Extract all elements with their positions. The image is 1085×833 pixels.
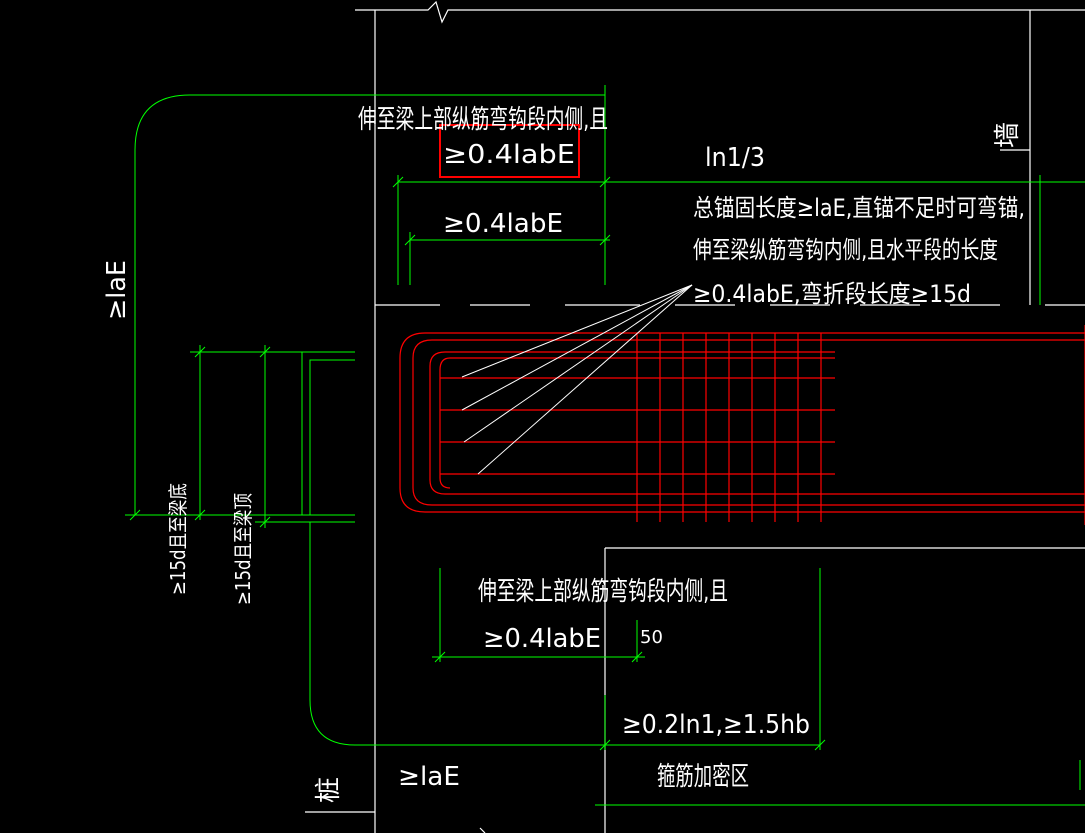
ln1-third-text: ln1/3: [705, 143, 765, 173]
structure-outline: [305, 0, 1085, 833]
leader-lines: [461, 284, 693, 475]
bottom-50-text: 50: [640, 627, 663, 648]
highlight-box: [439, 124, 580, 178]
bottom-note-line1: 伸至梁上部纵筋弯钩段内侧,且: [478, 577, 728, 607]
anchor-note-line3: ≥0.4labE,弯折段长度≥15d: [693, 280, 971, 308]
left-vertical-lae: ≥laE: [102, 260, 132, 320]
bottom-lae-text: ≥laE: [398, 762, 460, 792]
anchor-note-line1: 总锚固长度≥laE,直锚不足时可弯锚,: [693, 194, 1025, 222]
top-note-line2: ≥0.4labE: [443, 140, 575, 170]
hook-to-beam-bottom: ≥15d且至梁底: [166, 483, 190, 595]
anchor-note-line2: 伸至梁纵筋弯钩内侧,且水平段的长度: [693, 236, 998, 264]
dimension-lines: [125, 85, 1085, 806]
text-labels: 伸至梁上部纵筋弯钩段内侧,且 ≥0.4labE ≥0.4labE ln1/3 总…: [102, 105, 1025, 803]
pile-label: 桩: [314, 777, 344, 803]
stirrup-zone-label: 箍筋加密区: [657, 762, 749, 792]
top-note-line1: 伸至梁上部纵筋弯钩段内侧,且: [358, 105, 608, 135]
hook-to-beam-top: ≥15d且至梁顶: [231, 493, 255, 605]
stirrup-dimension-text: ≥0.2ln1,≥1.5hb: [622, 710, 810, 740]
bottom-note-line2: ≥0.4labE: [483, 624, 601, 654]
beam-rebar-cage: [399, 325, 1085, 525]
top-dimension-text: ≥0.4labE: [443, 209, 563, 239]
wall-label: 墙: [993, 122, 1023, 148]
